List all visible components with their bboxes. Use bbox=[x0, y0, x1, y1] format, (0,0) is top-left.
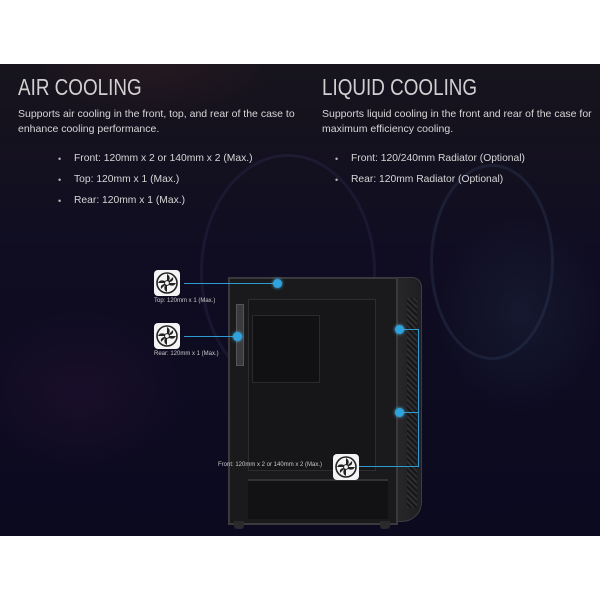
rear-callout-dot bbox=[233, 332, 242, 341]
liquid-cooling-spec-front: Front: 120/240mm Radiator (Optional) bbox=[335, 152, 525, 173]
fan-icon bbox=[154, 270, 180, 296]
rear-fan-label: Rear: 120mm x 1 (Max.) bbox=[154, 351, 219, 357]
fan-icon bbox=[333, 454, 359, 480]
case-foot-right bbox=[380, 521, 390, 529]
psu-shroud bbox=[248, 479, 388, 519]
front-callout-branch-lower bbox=[402, 412, 418, 413]
air-cooling-spec-front: Front: 120mm x 2 or 140mm x 2 (Max.) bbox=[58, 152, 253, 173]
liquid-cooling-title: LIQUID COOLING bbox=[322, 74, 478, 100]
air-cooling-spec-list: Front: 120mm x 2 or 140mm x 2 (Max.) Top… bbox=[58, 152, 253, 215]
air-cooling-spec-rear: Rear: 120mm x 1 (Max.) bbox=[58, 194, 253, 215]
front-upper-callout-dot bbox=[395, 325, 404, 334]
liquid-cooling-spec-rear: Rear: 120mm Radiator (Optional) bbox=[335, 173, 525, 194]
rear-callout-line bbox=[184, 336, 239, 337]
top-callout-line bbox=[184, 283, 278, 284]
top-callout-dot bbox=[273, 279, 282, 288]
air-cooling-description: Supports air cooling in the front, top, … bbox=[18, 108, 295, 135]
top-fan-label: Top: 120mm x 1 (Max.) bbox=[154, 298, 216, 304]
front-callout-line-vertical bbox=[418, 329, 419, 467]
front-lower-callout-dot bbox=[395, 408, 404, 417]
front-callout-branch-upper bbox=[402, 329, 418, 330]
liquid-cooling-description: Supports liquid cooling in the front and… bbox=[322, 108, 592, 135]
air-cooling-spec-top: Top: 120mm x 1 (Max.) bbox=[58, 173, 253, 194]
air-cooling-title: AIR COOLING bbox=[18, 74, 142, 100]
fan-icon bbox=[154, 323, 180, 349]
front-callout-line-horizontal bbox=[359, 466, 418, 467]
front-mesh bbox=[407, 298, 417, 508]
front-fan-label: Front: 120mm x 2 or 140mm x 2 (Max.) bbox=[218, 462, 323, 468]
pc-case-image bbox=[228, 277, 398, 525]
cpu-cutout bbox=[252, 315, 320, 383]
liquid-cooling-spec-list: Front: 120/240mm Radiator (Optional) Rea… bbox=[335, 152, 525, 194]
case-foot-left bbox=[234, 521, 244, 529]
